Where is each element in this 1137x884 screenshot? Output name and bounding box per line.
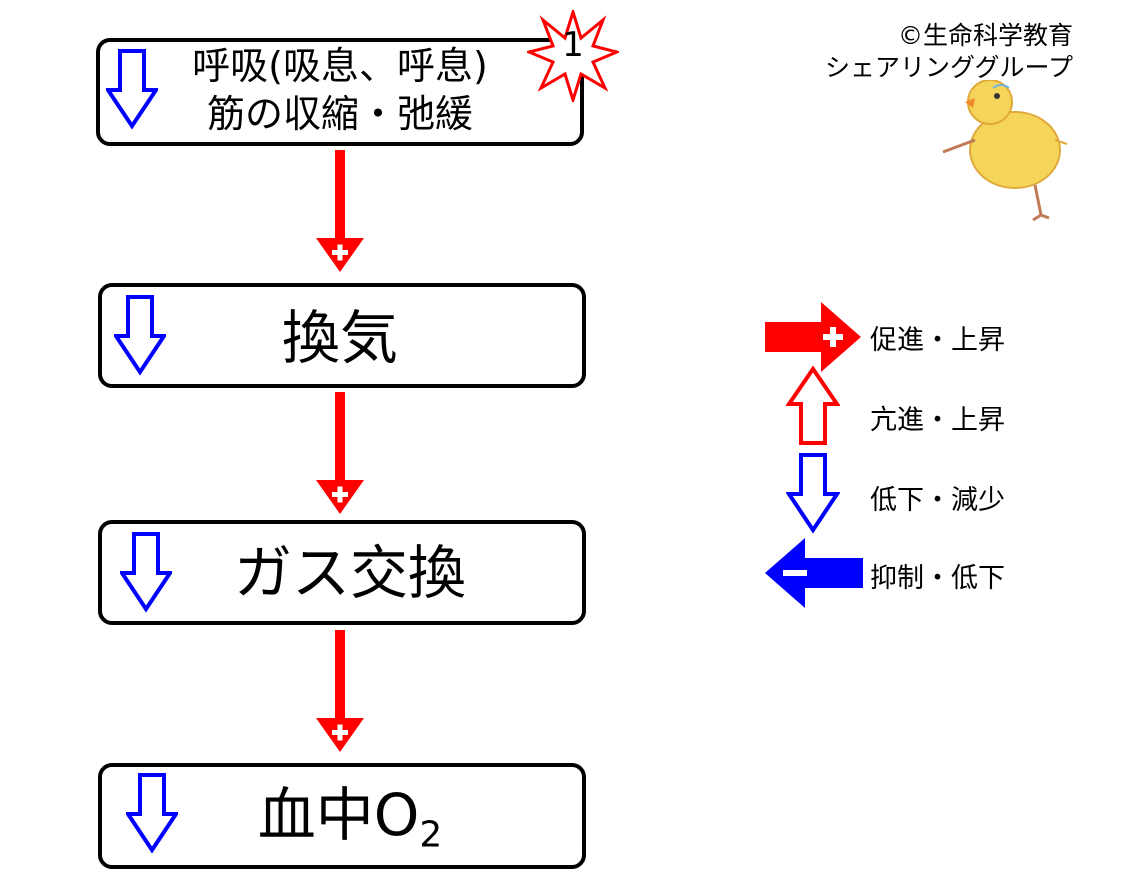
step-label: 換気 (281, 304, 398, 372)
down-arrow-icon (114, 295, 166, 376)
legend-label: 抑制・低下 (870, 563, 1005, 594)
legend-label: 亢進・上昇 (870, 405, 1005, 436)
step-box-blood-oxygen (98, 763, 586, 869)
step-box-ventilation (98, 283, 586, 388)
step-label-line2: 筋の収縮・弛緩 (206, 92, 473, 136)
step-label: 呼吸(吸息、呼息) 筋の収縮・弛緩 (150, 42, 530, 138)
chick-illustration (942, 80, 1068, 222)
step-label: 血中O2 (200, 780, 500, 871)
copyright-line1: ©生命科学教育 (897, 21, 1073, 50)
step-box-gas-exchange (98, 520, 586, 625)
down-arrow-icon (106, 49, 158, 130)
step-label-line1: 呼吸(吸息、呼息) (192, 44, 488, 88)
promote-arrow-icon (316, 392, 364, 514)
promote-arrow-icon (316, 150, 364, 272)
step-label-main: 血中O (257, 781, 420, 849)
red-plus-arrow-icon (765, 302, 861, 372)
step-label: ガス交換 (233, 539, 466, 607)
blue-minus-arrow-icon (765, 538, 863, 608)
legend-label: 促進・上昇 (870, 325, 1005, 356)
legend-label: 低下・減少 (870, 485, 1005, 516)
badge-number: 1 (562, 25, 584, 65)
down-arrow-icon (126, 773, 178, 854)
starburst-badge-icon (527, 10, 619, 102)
copyright-line2: シェアリンググループ (824, 53, 1073, 82)
down-arrow-icon (120, 532, 172, 613)
blue-down-outline-arrow-icon (786, 453, 840, 534)
promote-arrow-icon (316, 630, 364, 752)
red-up-outline-arrow-icon (786, 366, 840, 445)
step-box-respiration (96, 38, 584, 146)
step-label-subscript: 2 (419, 814, 443, 856)
copyright-text: ©生命科学教育 シェアリンググループ (825, 20, 1073, 84)
